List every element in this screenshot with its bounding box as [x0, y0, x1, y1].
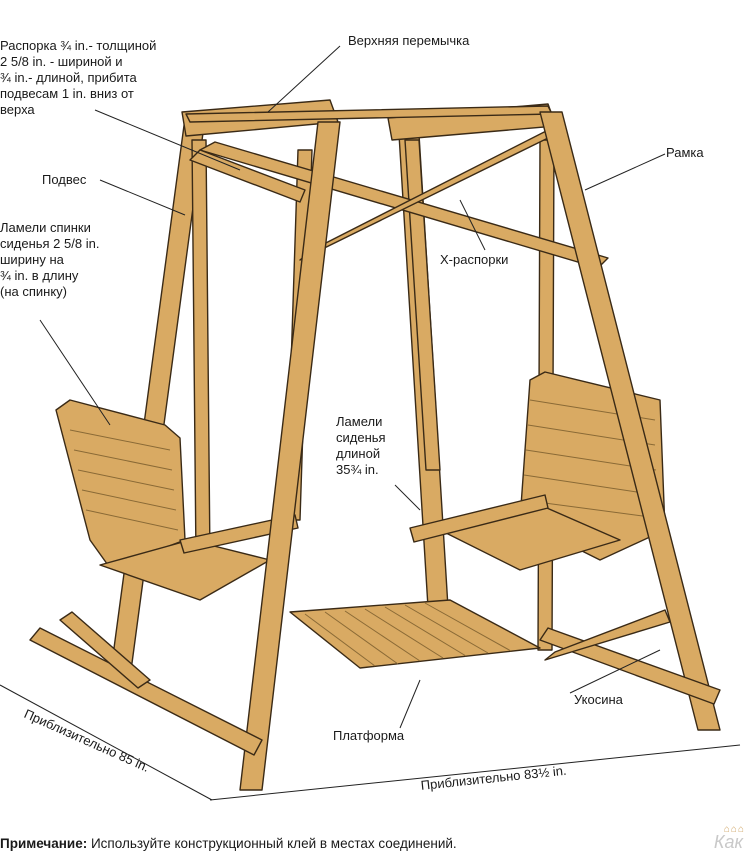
- left-seat-back: [55, 399, 186, 569]
- hanger-label: Подвес: [42, 172, 87, 187]
- front-left-leg: [239, 121, 341, 791]
- left-diagonal-brace: [59, 611, 151, 689]
- right-hanger-back: [404, 139, 441, 471]
- seat-slats-line-2: сиденья: [336, 430, 386, 445]
- brace-note-line-1: Распорка ¾ in.- толщиной: [0, 38, 157, 53]
- left-back-slats: [69, 429, 179, 531]
- right-diagonal-brace: [544, 609, 671, 661]
- back-slats-line-5: (на спинку): [0, 284, 67, 299]
- brace-note-line-4: подвесам 1 in. вниз от: [0, 86, 134, 101]
- watermark-house-icons: ⌂⌂⌂: [723, 824, 745, 835]
- footer-note-prefix: Примечание:: [0, 836, 88, 851]
- back-slats-line-1: Ламели спинки: [0, 220, 91, 235]
- left-armrest: [179, 514, 299, 554]
- brace-label: Укосина: [574, 692, 623, 707]
- front-right-leg: [539, 111, 721, 731]
- back-slats-label: Ламели спинки сиденья 2 5/8 in. ширину н…: [0, 220, 99, 300]
- leader-lines: [0, 45, 741, 801]
- platform-slats: [304, 602, 512, 667]
- back-slats-line-4: ¾ in. в длину: [0, 268, 79, 283]
- brace-note-line-5: верха: [0, 102, 35, 117]
- brace-note: Распорка ¾ in.- толщиной 2 5/8 in. - шир…: [0, 38, 156, 118]
- brace-note-line-2: 2 5/8 in. - шириной и: [0, 54, 123, 69]
- seat-slats-line-1: Ламели: [336, 414, 383, 429]
- back-slats-line-3: ширину на: [0, 252, 64, 267]
- platform-label: Платформа: [333, 728, 405, 743]
- right-armrest: [409, 494, 549, 543]
- brace-note-line-3: ¾ in.- длиной, прибита: [0, 70, 137, 85]
- seat-slats-line-3: длиной: [336, 446, 381, 461]
- top-beam-label: Верхняя перемычка: [348, 33, 470, 48]
- seat-slats-label: Ламели сиденья длиной 35¾ in.: [336, 414, 386, 478]
- back-slats-line-2: сиденья 2 5/8 in.: [0, 236, 100, 251]
- watermark-logo: Как: [713, 832, 743, 852]
- x-braces-label: Х-распорки: [440, 252, 509, 267]
- footer-note: Примечание: Используйте конструкционный …: [0, 836, 457, 851]
- left-ground-beam: [29, 627, 263, 756]
- footer-note-text: Используйте конструкционный клей в места…: [87, 836, 457, 851]
- swing-drawing: [29, 99, 721, 791]
- frame-label: Рамка: [666, 145, 704, 160]
- x-brace-3: [189, 149, 306, 203]
- seat-slats-line-4: 35¾ in.: [336, 462, 379, 477]
- platform: [289, 599, 541, 669]
- left-hanger-back: [191, 139, 211, 561]
